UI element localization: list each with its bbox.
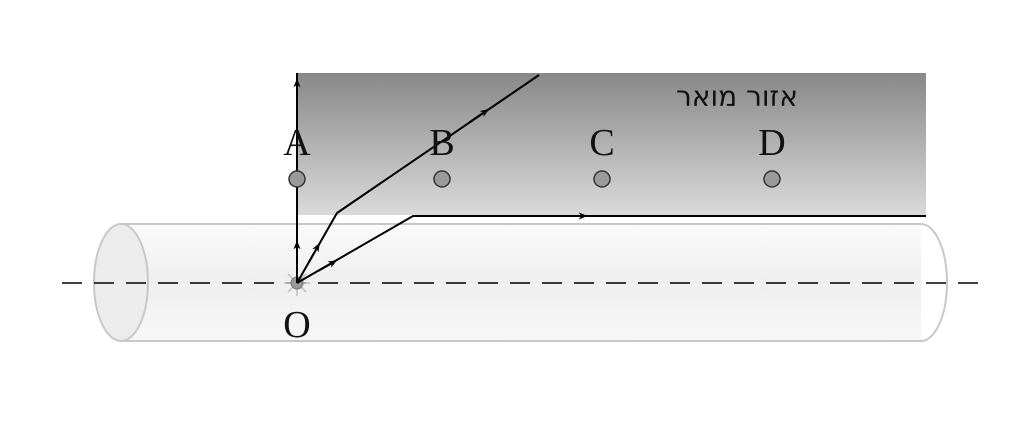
point-marker-a [288, 170, 306, 188]
point-B: B [429, 122, 455, 188]
point-label-b: B [429, 122, 454, 164]
point-label-c: C [589, 122, 614, 164]
lit-region-label: אזור מואר [676, 80, 798, 113]
ray-refracted-arrow-high [469, 108, 489, 123]
point-marker-b [433, 170, 451, 188]
point-A: A [283, 122, 311, 188]
lit-region [297, 73, 926, 215]
ray-grazing-arrow-low [317, 260, 338, 272]
origin-label: O [283, 304, 310, 346]
point-C: C [589, 122, 615, 188]
point-D: D [758, 122, 786, 188]
point-marker-d [763, 170, 781, 188]
ray-refracted-arrow-low [308, 242, 320, 263]
point-label-d: D [758, 122, 785, 164]
point-label-a: A [283, 122, 311, 164]
point-marker-c [593, 170, 611, 188]
